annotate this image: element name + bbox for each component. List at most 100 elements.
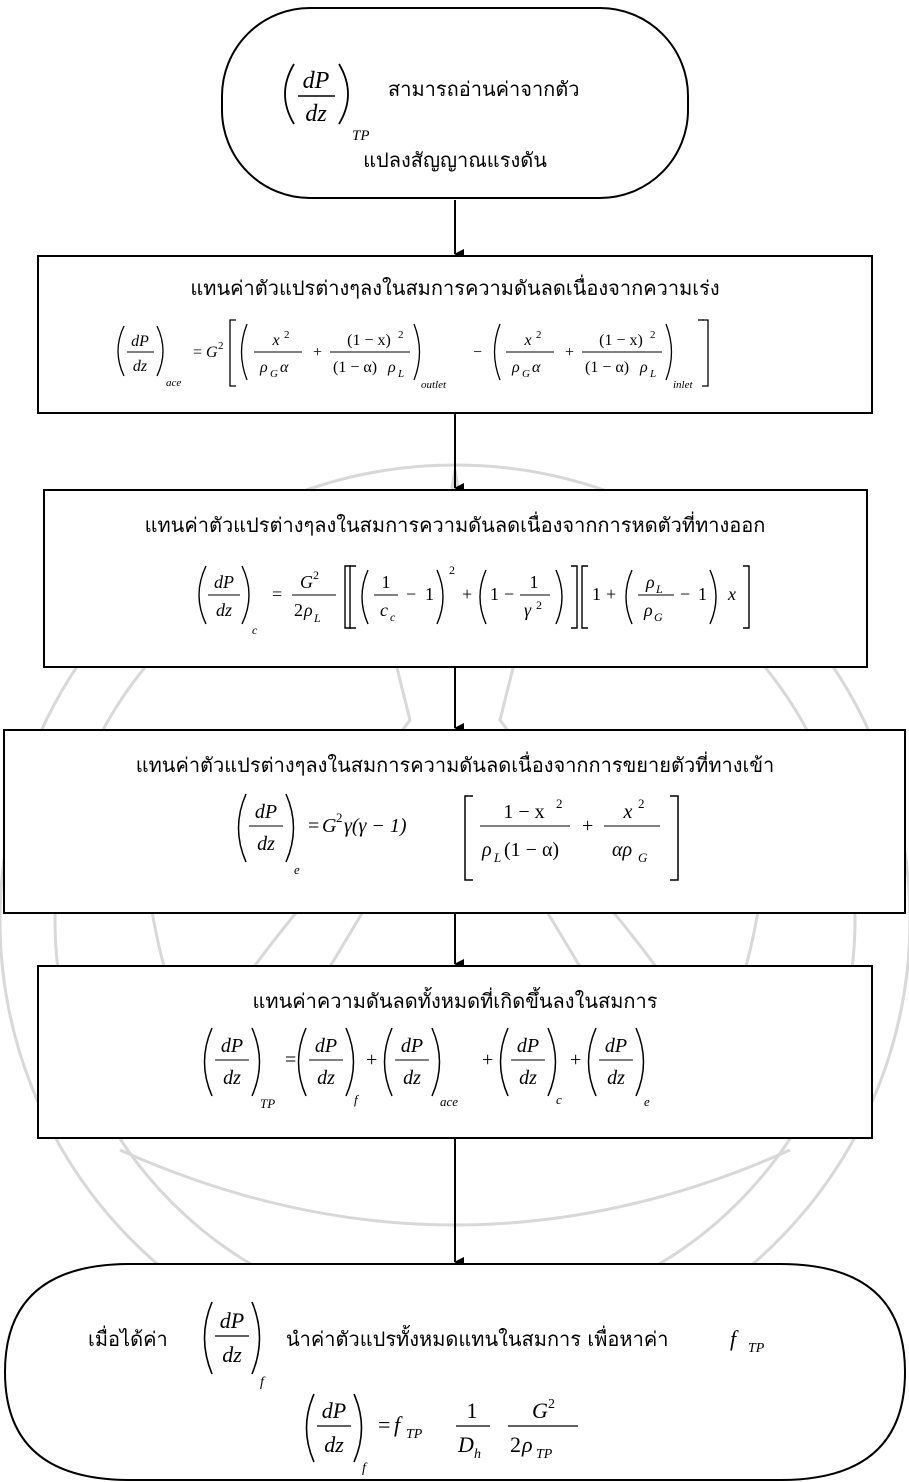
svg-text:f: f: [394, 1412, 403, 1437]
svg-text:dP: dP: [517, 1035, 539, 1057]
svg-text:dP: dP: [401, 1035, 423, 1057]
svg-text:−: −: [504, 584, 514, 604]
process-box-contraction: [43, 489, 868, 668]
svg-text:dP: dP: [131, 333, 149, 350]
svg-text:dP: dP: [221, 1035, 243, 1057]
svg-text:G: G: [322, 815, 337, 837]
svg-text:G: G: [300, 572, 313, 592]
svg-text:+: +: [313, 344, 322, 361]
svg-text:ρ: ρ: [259, 359, 268, 376]
svg-text:=: =: [272, 584, 282, 604]
svg-text:ρ: ρ: [303, 600, 313, 620]
svg-text:dz: dz: [317, 1067, 335, 1089]
end-terminator: [3, 1263, 907, 1481]
svg-text:=: =: [193, 344, 202, 361]
end-fraction-dPdz-f: dP dz f: [203, 1301, 266, 1390]
svg-text:TP: TP: [406, 1427, 423, 1442]
start-label-line1: สามารถอ่านค่าจากตัว: [388, 77, 580, 101]
end-label-prefix: เมื่อได้ค่า: [88, 1325, 168, 1351]
svg-text:=: =: [378, 1412, 390, 1437]
svg-text:G: G: [270, 368, 278, 380]
svg-text:ace: ace: [440, 1094, 458, 1109]
svg-text:f: f: [354, 1092, 360, 1107]
svg-text:1: 1: [592, 584, 601, 604]
svg-text:2: 2: [556, 796, 563, 811]
svg-text:G: G: [206, 344, 218, 361]
step-label-total: แทนค่าความดันลดทั้งหมดที่เกิดขึ้นลงในสมก…: [253, 987, 658, 1013]
step-label-acceleration: แทนค่าตัวแปรต่างๆลงในสมการความดันลดเนื่อ…: [190, 274, 719, 300]
svg-text:2: 2: [294, 600, 303, 620]
svg-text:=: =: [285, 1049, 296, 1071]
svg-text:2: 2: [650, 329, 656, 341]
end-label-middle: นำค่าตัวแปรทั้งหมดแทนในสมการ เพื่อหาค่า: [286, 1325, 668, 1351]
svg-text:D: D: [457, 1432, 474, 1457]
svg-text:ρ: ρ: [511, 359, 520, 376]
step-label-expansion: แทนค่าตัวแปรต่างๆลงในสมการความดันลดเนื่อ…: [136, 751, 775, 777]
svg-text:−: −: [406, 584, 416, 604]
svg-text:1: 1: [382, 572, 391, 592]
svg-text:dz: dz: [133, 358, 148, 375]
svg-text:1: 1: [490, 584, 499, 604]
svg-text:2: 2: [336, 810, 343, 825]
svg-text:+: +: [366, 1049, 377, 1071]
svg-text:(1 − α): (1 − α): [504, 839, 559, 861]
svg-text:−: −: [680, 584, 690, 604]
equation-expansion: dP dz e = G 2 γ(γ − 1) 1 − x 2 ρ L (1 − …: [237, 793, 679, 881]
svg-text:ρ: ρ: [645, 572, 655, 592]
svg-text:inlet: inlet: [673, 379, 693, 391]
fraction-denominator: dz: [305, 101, 327, 127]
svg-text:L: L: [649, 368, 656, 380]
svg-text:x: x: [271, 332, 279, 349]
f-TP-subscript: TP: [748, 1341, 765, 1356]
process-box-expansion: [3, 729, 906, 914]
svg-text:(1 − α): (1 − α): [333, 359, 377, 376]
svg-text:dz: dz: [519, 1067, 537, 1089]
svg-text:1: 1: [467, 1398, 478, 1423]
svg-text:+: +: [482, 1049, 493, 1071]
svg-text:x: x: [623, 801, 633, 823]
f-TP-symbol: f: [730, 1326, 739, 1351]
svg-text:+: +: [565, 344, 574, 361]
svg-text:2: 2: [218, 340, 224, 352]
svg-text:2: 2: [548, 1397, 555, 1412]
svg-text:dP: dP: [255, 801, 277, 823]
process-box-acceleration: [37, 255, 873, 414]
svg-text:dz: dz: [216, 600, 232, 620]
svg-text:f: f: [260, 1375, 266, 1390]
svg-text:TP: TP: [260, 1096, 275, 1111]
svg-text:e: e: [644, 1094, 650, 1109]
subscript: TP: [352, 128, 370, 144]
svg-text:c: c: [252, 623, 258, 637]
svg-text:1 − x: 1 − x: [503, 801, 544, 823]
svg-text:2: 2: [638, 796, 645, 811]
svg-text:c: c: [556, 1092, 562, 1107]
svg-text:=: =: [308, 815, 319, 837]
svg-text:dP: dP: [322, 1398, 346, 1423]
process-box-total: [37, 965, 873, 1139]
svg-text:ρ: ρ: [521, 1432, 533, 1457]
svg-text:dz: dz: [607, 1067, 625, 1089]
svg-text:e: e: [294, 862, 300, 877]
svg-text:G: G: [638, 850, 648, 865]
svg-text:dP: dP: [605, 1035, 627, 1057]
svg-text:dP: dP: [220, 1308, 244, 1333]
equation-friction: dP dz f = f TP 1 D h G 2 2 ρ TP: [305, 1393, 578, 1476]
svg-text:α: α: [280, 359, 289, 376]
start-label-line2: แปลงสัญญาณแรงดัน: [363, 148, 547, 172]
start-fraction-dPdz-TP: dP dz TP: [284, 63, 370, 144]
svg-text:ρ: ρ: [639, 359, 648, 376]
svg-text:2: 2: [313, 568, 319, 582]
svg-text:αρ: αρ: [612, 839, 632, 861]
svg-text:α: α: [532, 359, 541, 376]
fraction-numerator: dP: [303, 68, 330, 94]
equation-acceleration: dP dz ace = G 2 x 2 ρ G α + (1 − x) 2 (1…: [117, 319, 709, 391]
svg-text:γ(γ − 1): γ(γ − 1): [344, 815, 407, 837]
svg-text:1: 1: [530, 572, 539, 592]
svg-text:dz: dz: [324, 1432, 344, 1457]
svg-text:+: +: [570, 1049, 581, 1071]
svg-text:ρ: ρ: [481, 839, 492, 861]
svg-text:c: c: [380, 600, 388, 620]
svg-text:L: L: [313, 611, 321, 625]
svg-text:c: c: [390, 610, 396, 624]
svg-text:+: +: [462, 584, 472, 604]
